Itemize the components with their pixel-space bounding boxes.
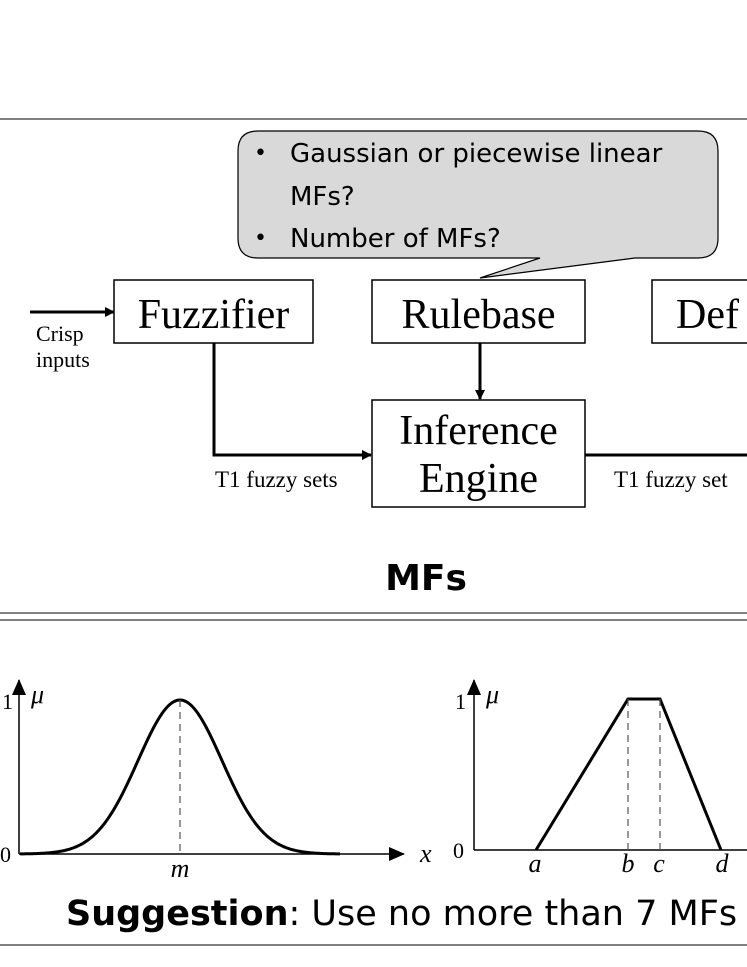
trapezoid-curve: [534, 697, 723, 851]
callout-bullet-icon-2: •: [254, 226, 267, 251]
inference-label-line1: Inference: [399, 408, 558, 454]
block-diagram: Crisp inputs Fuzzifier Rulebase Def T1 f…: [30, 279, 747, 508]
trapezoid-y-zero-label: 0: [453, 838, 464, 863]
input-label-line2: inputs: [36, 347, 90, 372]
trapezoid-point-c: c: [653, 849, 665, 878]
callout-bullet-1-line1: Gaussian or piecewise linear: [290, 139, 663, 169]
defuzzifier-label: Def: [676, 292, 739, 338]
suggestion-bold: Suggestion: [66, 894, 289, 934]
inference-engine-box: [371, 399, 586, 508]
gaussian-center-label: m: [171, 854, 190, 883]
callout-bubble: • Gaussian or piecewise linear MFs? • Nu…: [237, 130, 719, 279]
inference-label-line2: Engine: [419, 456, 538, 502]
trapezoid-point-b: b: [622, 849, 635, 878]
left-edge-label: T1 fuzzy sets: [215, 467, 338, 492]
gaussian-x-axis-label: x: [419, 839, 432, 868]
suggestion-rest: : Use no more than 7 MFs: [289, 894, 738, 934]
trapezoid-plot: 1 μ 0 a b c d: [453, 679, 747, 878]
trapezoid-y-top-label: 1: [455, 689, 466, 714]
callout-bullet-icon-1: •: [254, 141, 267, 166]
trapezoid-point-d: d: [716, 849, 730, 878]
trapezoid-point-a: a: [529, 849, 542, 878]
suggestion-line: Suggestion: Use no more than 7 MFs: [66, 894, 737, 934]
trapezoid-y-axis-label: μ: [485, 680, 499, 709]
gaussian-plot: 1 μ 0 x m: [0, 679, 432, 883]
fuzzifier-label: Fuzzifier: [138, 292, 290, 338]
callout-bullet-1-line2: MFs?: [290, 182, 355, 212]
defuzzifier-box: [651, 279, 747, 344]
gaussian-y-top-label: 1: [2, 689, 13, 714]
fuzzifier-to-inference-arrow: [212, 343, 372, 460]
gaussian-y-axis-label: μ: [30, 680, 44, 709]
gaussian-y-zero-label: 0: [0, 842, 11, 867]
rulebase-label: Rulebase: [402, 292, 556, 338]
section-title: MFs: [385, 558, 467, 599]
callout-bullet-2-line1: Number of MFs?: [290, 224, 501, 254]
fuzzifier-box: [113, 279, 314, 344]
input-label-line1: Crisp: [36, 321, 84, 346]
right-edge-label: T1 fuzzy set: [614, 467, 728, 492]
